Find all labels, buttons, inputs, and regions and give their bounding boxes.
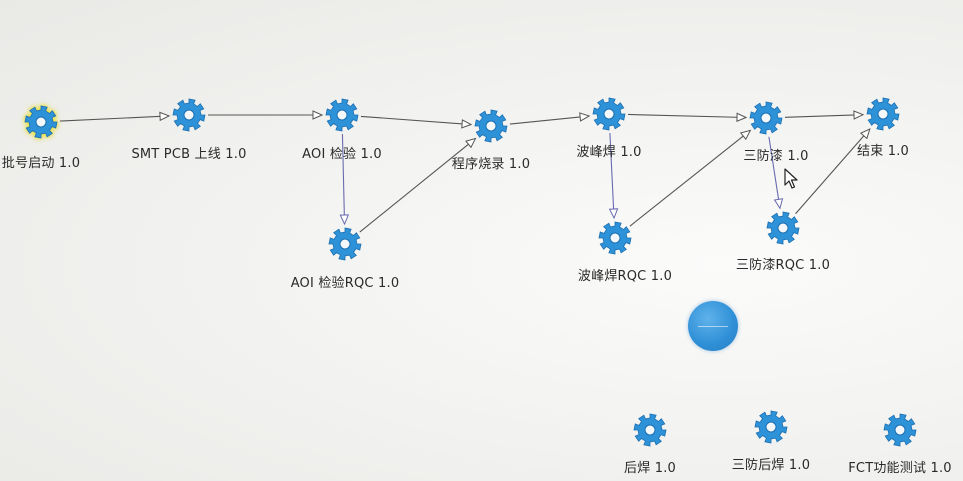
flow-edge[interactable] [784,114,864,118]
node-label: AOI 检验RQC 1.0 [290,276,400,291]
gear-icon[interactable] [592,97,626,131]
arrowhead-icon [159,111,171,122]
gear-icon[interactable] [474,109,508,143]
node-label: 结束 1.0 [856,144,910,159]
flow-edge[interactable] [509,115,590,125]
arrowhead-icon [608,208,619,220]
gear-icon[interactable] [883,413,917,447]
gear-icon[interactable] [749,101,783,135]
flow-edge[interactable] [629,130,751,227]
arrowhead-icon [736,112,748,123]
node-label: 三防漆RQC 1.0 [735,258,831,273]
gear-icon[interactable] [633,413,667,447]
arrowhead-icon [859,128,871,140]
flow-edge[interactable] [627,113,747,119]
arrowhead-icon [739,129,752,141]
node-label: 三防漆 1.0 [743,149,809,164]
gear-icon[interactable] [866,97,900,131]
loading-indicator [688,301,738,351]
node-label: 波峰焊RQC 1.0 [577,269,673,284]
node-label: 后焊 1.0 [623,461,677,476]
arrowhead-icon [853,110,865,120]
gear-icon[interactable] [328,227,362,261]
arrowhead-icon [465,137,477,149]
node-label: 波峰焊 1.0 [576,145,642,160]
arrowhead-icon [579,112,591,122]
flow-edge[interactable] [795,128,871,215]
node-label: SMT PCB 上线 1.0 [131,147,247,162]
flow-edge[interactable] [359,138,476,233]
gear-icon[interactable] [598,221,632,255]
flow-edge[interactable] [360,115,472,126]
gear-icon[interactable] [754,410,788,444]
node-label: 三防后焊 1.0 [731,458,811,473]
arrowhead-icon [312,110,324,120]
gear-icon[interactable] [766,211,800,245]
node-label: 程序烧录 1.0 [451,157,531,172]
gear-icon[interactable] [325,98,359,132]
flow-edge[interactable] [341,133,346,225]
arrowhead-icon [773,198,784,210]
gear-icon[interactable] [172,98,206,132]
gear-icon[interactable] [24,105,58,139]
flow-edge[interactable] [768,136,781,209]
node-label: 批号启动 1.0 [1,156,81,171]
flow-edge[interactable] [609,132,615,219]
node-label: FCT功能测试 1.0 [848,461,952,476]
flow-edge[interactable] [59,115,170,122]
node-label: AOI 检验 1.0 [302,147,382,162]
arrowhead-icon [461,119,473,129]
arrowhead-icon [339,214,350,226]
mouse-cursor-icon [784,168,798,189]
